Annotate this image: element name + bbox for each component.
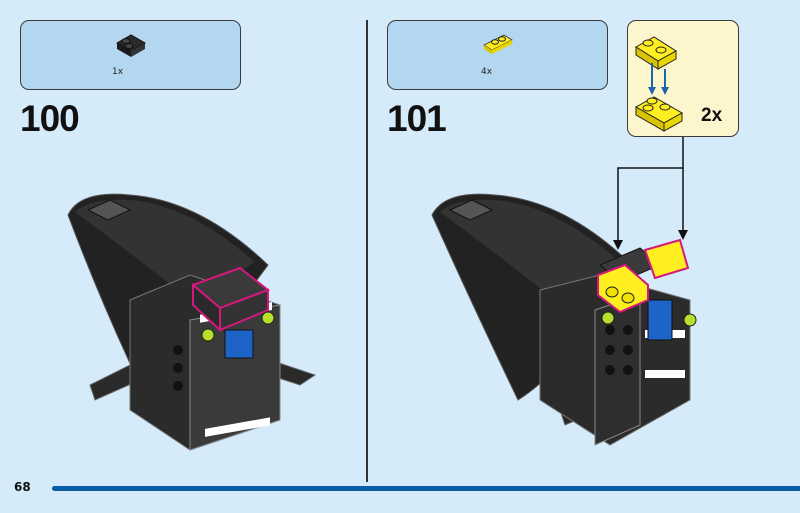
step-divider	[366, 20, 368, 482]
step-number-101: 101	[387, 98, 447, 139]
part-quantity: 4x	[481, 67, 493, 77]
model-step-101	[431, 137, 697, 446]
page-footer-bar	[52, 486, 800, 491]
page-number: 68	[14, 480, 31, 494]
step-number-100: 100	[20, 98, 80, 139]
subassembly-callout: 2x	[627, 20, 739, 137]
yellow-plate-brick-icon	[482, 34, 513, 54]
subassembly-diagram	[634, 36, 684, 132]
blue-arrows-icon	[648, 63, 669, 95]
part-quantity: 1x	[112, 67, 124, 77]
black-plate-brick-icon	[115, 34, 146, 57]
subassembly-quantity: 2x	[701, 105, 723, 126]
model-step-100	[67, 193, 317, 451]
placement-arrows-icon	[613, 137, 688, 250]
parts-list-step-100: 1x	[20, 20, 241, 90]
yellow-plate-bottom	[634, 96, 684, 132]
parts-list-step-101: 4x	[387, 20, 608, 90]
